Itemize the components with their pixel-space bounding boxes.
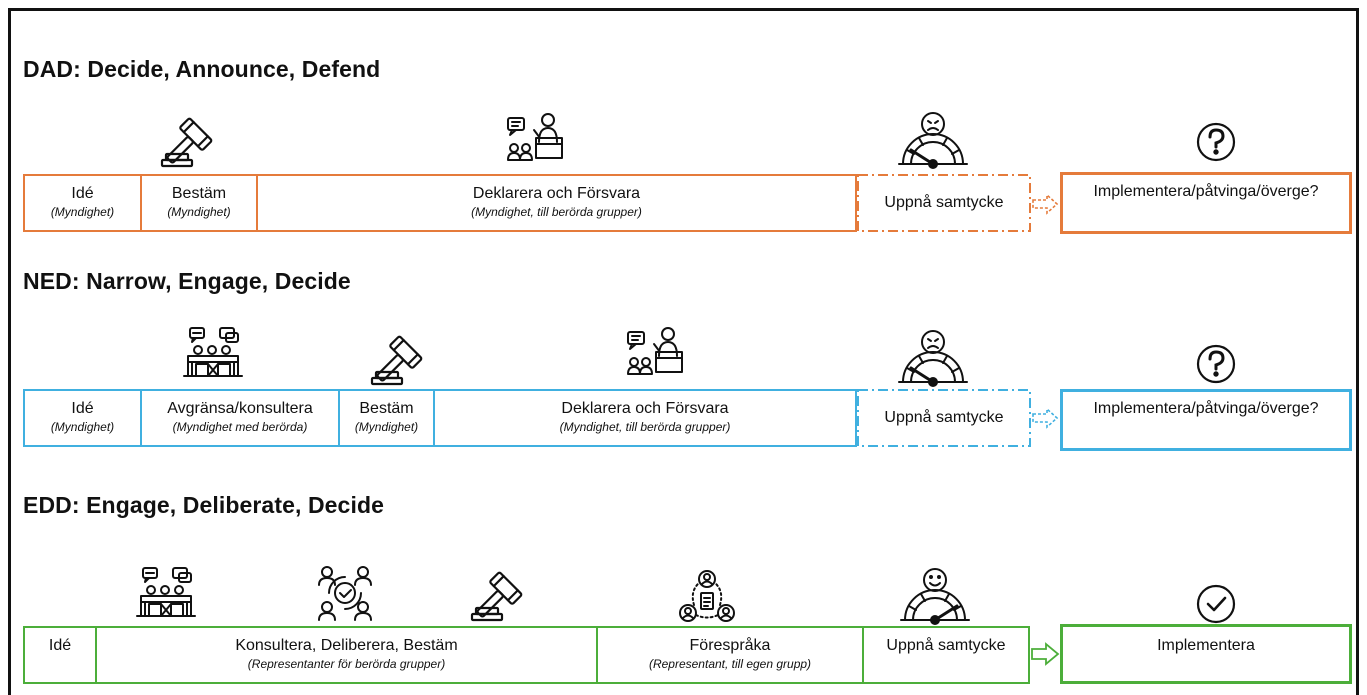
- step-label: Förespråka: [689, 637, 771, 654]
- step-actor: (Myndighet med berörda): [172, 420, 308, 434]
- dad-outcome-box: Implementera/påtvinga/överge?: [1060, 172, 1352, 234]
- edd-outcome-box: Implementera: [1060, 624, 1352, 684]
- question-circle-icon: [1196, 122, 1236, 162]
- step-actor: (Myndighet): [354, 420, 419, 434]
- edd-step-konsultera: Konsultera, Deliberera, Bestäm (Represen…: [95, 628, 596, 682]
- step-label: Idé: [48, 637, 72, 654]
- outcome-label: Implementera/påtvinga/överge?: [1093, 400, 1319, 417]
- advocacy-network-icon: [679, 570, 735, 622]
- satisfaction-meter-sad-icon: [897, 111, 969, 170]
- step-label: Konsultera, Deliberera, Bestäm: [235, 637, 458, 654]
- dad-consent-box: Uppnå samtycke: [857, 174, 1031, 232]
- consent-label: Uppnå samtycke: [884, 409, 1004, 426]
- step-label: Avgränsa/konsultera: [167, 400, 313, 417]
- step-label: Uppnå samtycke: [886, 637, 1006, 654]
- step-actor: (Myndighet): [50, 205, 115, 219]
- ned-step-avgransa: Avgränsa/konsultera (Myndighet med berör…: [140, 391, 338, 445]
- dad-dashed-arrow: [1032, 193, 1059, 215]
- ned-dashed-arrow: [1032, 407, 1059, 429]
- dad-step-bestam: Bestäm (Myndighet): [140, 176, 256, 230]
- outcome-label: Implementera: [1157, 637, 1255, 654]
- collaboration-cycle-icon: [318, 566, 372, 621]
- ned-heading: NED: Narrow, Engage, Decide: [23, 268, 351, 294]
- diagram-frame: [8, 8, 1359, 695]
- ned-process-bar: Idé (Myndighet) Avgränsa/konsultera (Myn…: [23, 389, 857, 447]
- gavel-icon: [367, 334, 424, 391]
- satisfaction-meter-happy-icon: [899, 567, 971, 626]
- step-label: Bestäm: [171, 185, 227, 202]
- dad-step-ide: Idé (Myndighet): [25, 176, 140, 230]
- edd-process-bar: Idé Konsultera, Deliberera, Bestäm (Repr…: [23, 626, 1030, 684]
- ned-step-deklarera: Deklarera och Försvara (Myndighet, till …: [433, 391, 855, 445]
- edd-arrow: [1031, 642, 1060, 666]
- step-label: Deklarera och Försvara: [472, 185, 641, 202]
- step-label: Bestäm: [359, 400, 414, 417]
- step-label: Idé: [71, 400, 94, 417]
- step-actor: (Myndighet, till berörda grupper): [471, 205, 642, 219]
- step-label: Deklarera och Försvara: [561, 400, 729, 417]
- ned-outcome-box: Implementera/påtvinga/överge?: [1060, 389, 1352, 451]
- speaker-podium-icon: [507, 113, 563, 161]
- step-actor: (Representant, till egen grupp): [648, 657, 812, 671]
- edd-step-forespraka: Förespråka (Representant, till egen grup…: [596, 628, 862, 682]
- outcome-label: Implementera/påtvinga/överge?: [1093, 183, 1319, 200]
- step-label: Idé: [71, 185, 94, 202]
- meeting-table-icon: [183, 327, 243, 377]
- edd-step-ide: Idé: [25, 628, 95, 682]
- satisfaction-meter-sad-icon: [897, 329, 969, 388]
- step-actor: (Myndighet): [167, 205, 231, 219]
- meeting-table-icon: [136, 567, 196, 617]
- gavel-icon: [157, 116, 214, 173]
- edd-heading: EDD: Engage, Deliberate, Decide: [23, 492, 384, 518]
- ned-step-bestam: Bestäm (Myndighet): [338, 391, 433, 445]
- step-actor: (Representanter för berörda grupper): [247, 657, 446, 671]
- question-circle-icon: [1196, 344, 1236, 384]
- dad-process-bar: Idé (Myndighet) Bestäm (Myndighet) Dekla…: [23, 174, 857, 232]
- dad-heading: DAD: Decide, Announce, Defend: [23, 56, 381, 82]
- dad-step-deklarera: Deklarera och Försvara (Myndighet, till …: [256, 176, 855, 230]
- consent-label: Uppnå samtycke: [884, 194, 1004, 211]
- speaker-podium-icon: [627, 327, 683, 375]
- edd-step-samtycke: Uppnå samtycke: [862, 628, 1028, 682]
- check-circle-icon: [1196, 584, 1236, 624]
- ned-step-ide: Idé (Myndighet): [25, 391, 140, 445]
- step-actor: (Myndighet, till berörda grupper): [559, 420, 731, 434]
- gavel-icon: [467, 570, 524, 627]
- step-actor: (Myndighet): [50, 420, 115, 434]
- ned-consent-box: Uppnå samtycke: [857, 389, 1031, 447]
